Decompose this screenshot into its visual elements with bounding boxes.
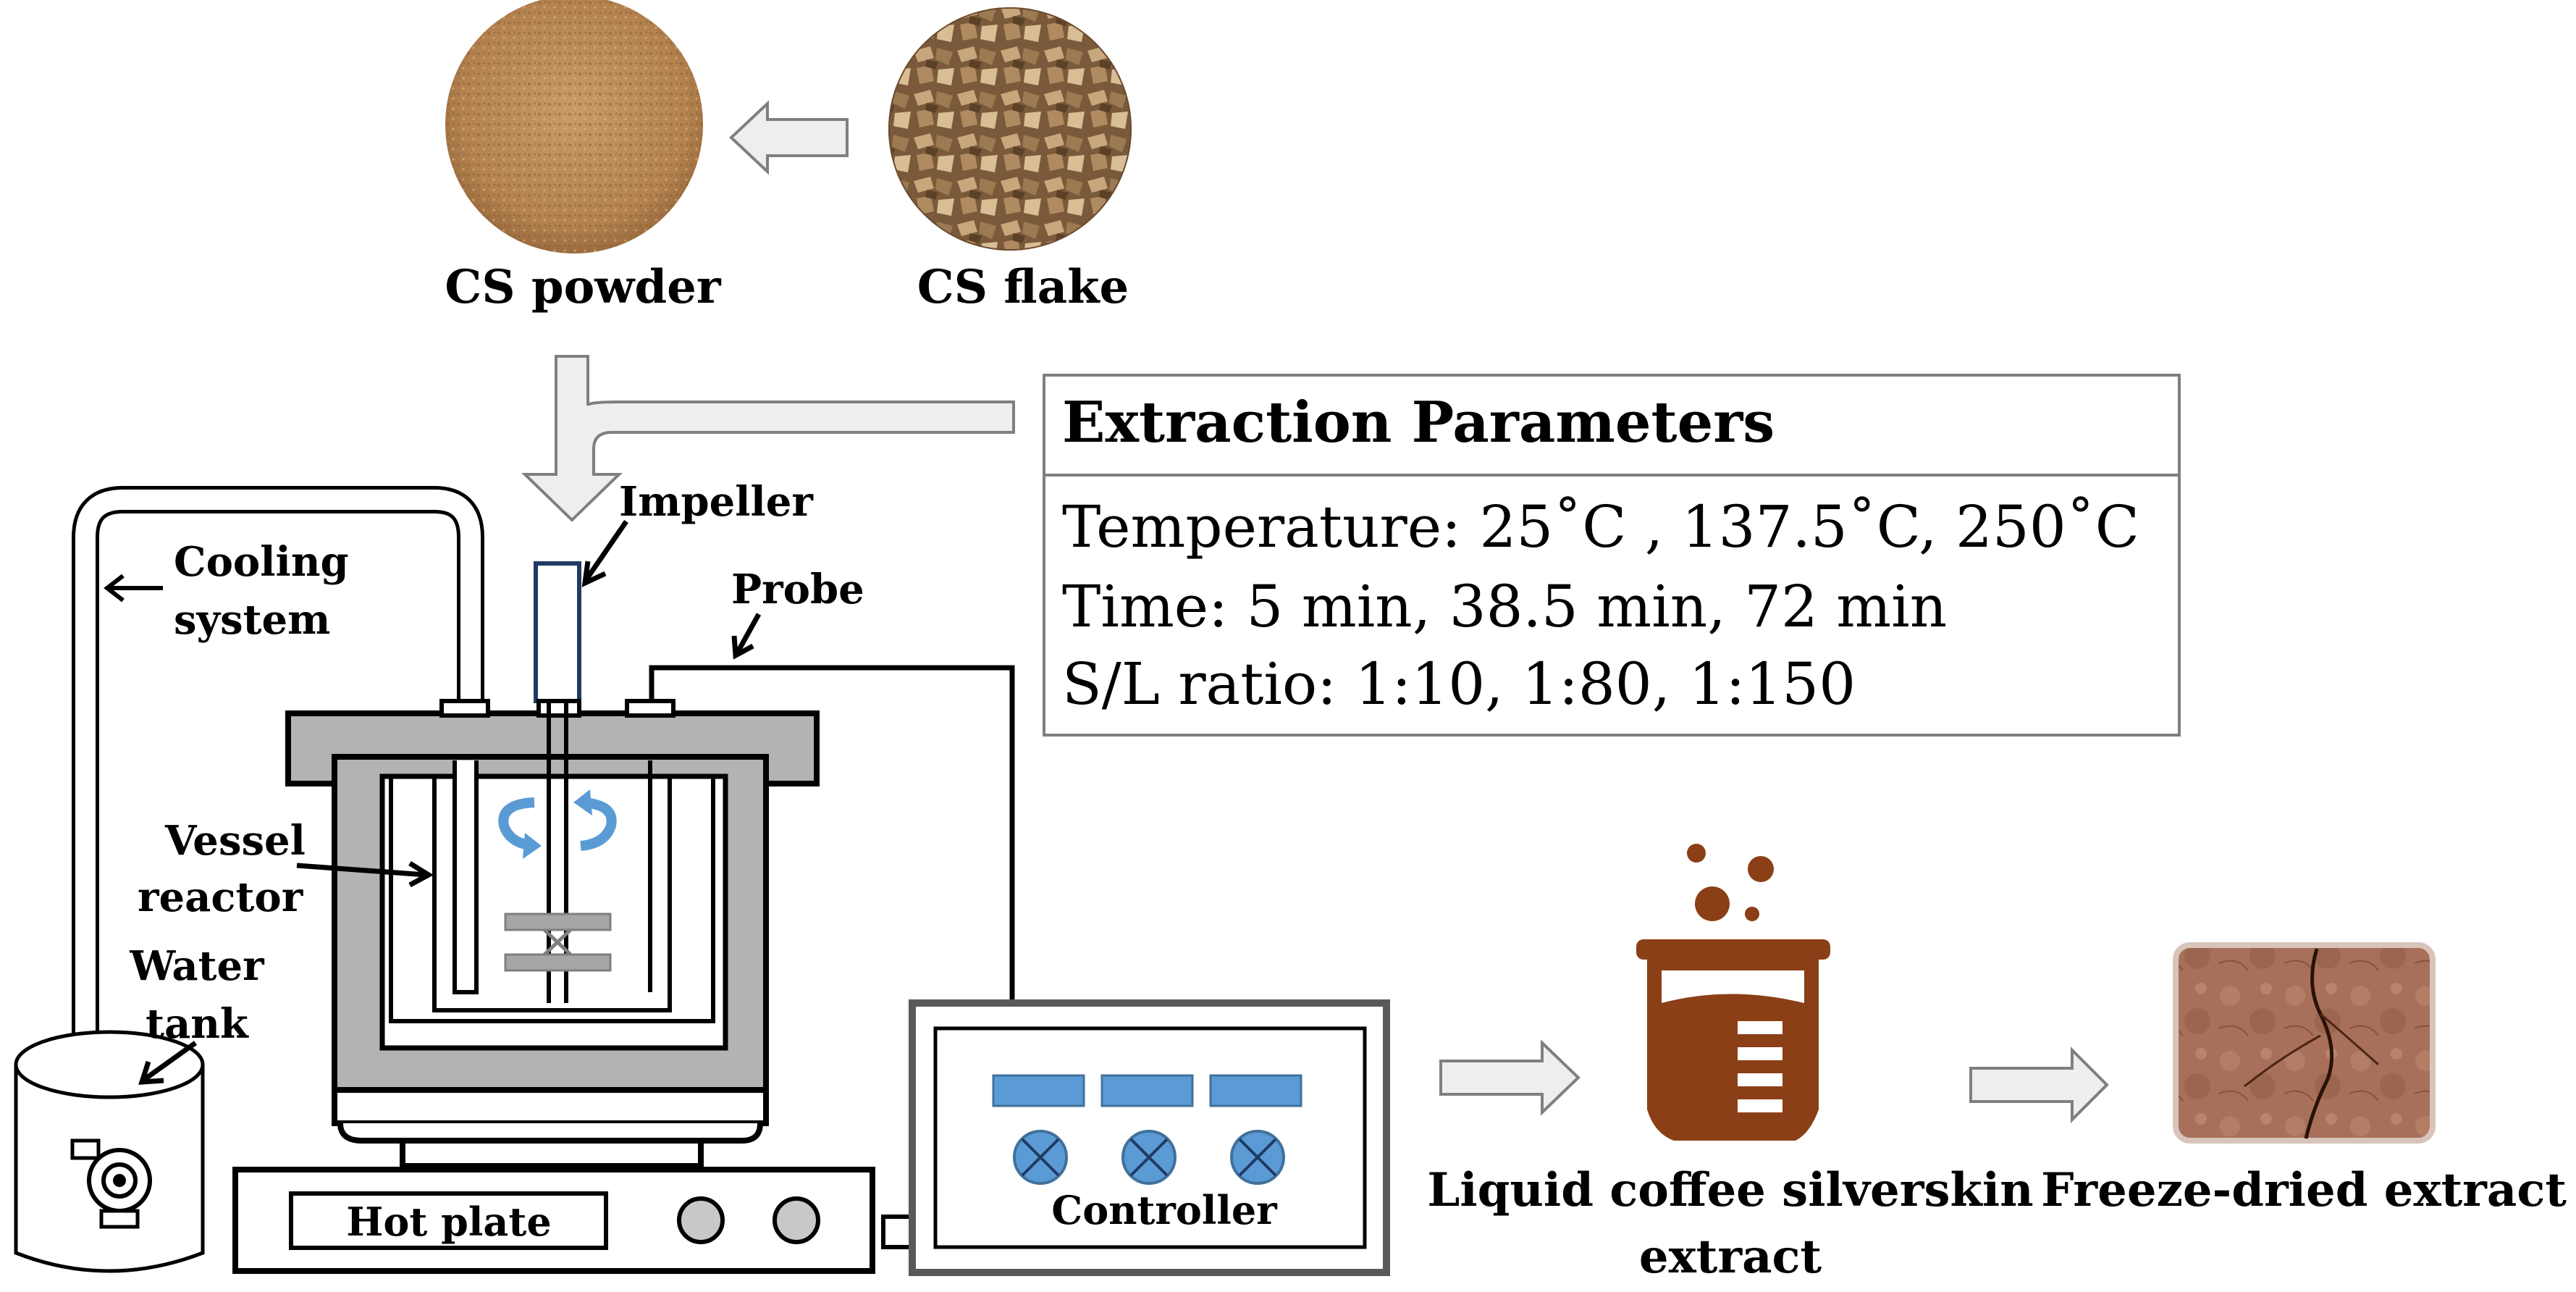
- parameter-sl-ratio: S/L ratio: 1:10, 1:80, 1:150: [1062, 650, 1856, 718]
- arrow-liquid-to-freeze-dried: [1969, 1046, 2109, 1123]
- cs-flake-label: CS flake: [917, 260, 1129, 314]
- controller-label: Controller: [1051, 1187, 1277, 1233]
- controller-display-3: [1209, 1074, 1302, 1107]
- vessel-label-line2: reactor: [138, 873, 304, 921]
- probe-wire: [649, 665, 1015, 1003]
- rotation-arrowhead-left: [523, 833, 542, 859]
- liquid-extract-label-line2: extract: [1639, 1230, 1822, 1284]
- cooling-pipe: [72, 486, 484, 1152]
- controller-dial-2-icon: [1121, 1130, 1177, 1185]
- vessel-label-line1: Vessel: [164, 817, 306, 865]
- water-label-line2: tank: [146, 1000, 249, 1048]
- rotation-arrows-icon: [498, 797, 617, 851]
- arrow-feed-into-vessel: [521, 355, 1015, 522]
- arrow-controller-to-liquid: [1439, 1039, 1580, 1116]
- hot-plate-label: Hot plate: [346, 1199, 551, 1245]
- impeller-motor: [534, 561, 581, 703]
- probe-pointer-arrow: [731, 613, 762, 660]
- parameter-time: Time: 5 min, 38.5 min, 72 min: [1062, 573, 1947, 640]
- freeze-dried-extract-image: [2173, 942, 2436, 1144]
- hot-plate-stand: [332, 1087, 769, 1169]
- controller-display-2: [1100, 1074, 1194, 1107]
- controller-dial-1-icon: [1013, 1130, 1068, 1185]
- hot-plate-knob-2-icon: [773, 1196, 820, 1244]
- controller-dial-3-icon: [1230, 1130, 1285, 1185]
- cs-flake-image: [888, 7, 1132, 251]
- hot-plate-knob-1-icon: [677, 1196, 725, 1244]
- cooling-label-line2: system: [174, 596, 330, 644]
- cooling-pointer-arrow: [104, 574, 163, 603]
- water-tank: [14, 1030, 205, 1273]
- parameter-temperature: Temperature: 25˚C , 137.5˚C, 250˚C: [1062, 493, 2139, 561]
- controller-display-1: [992, 1074, 1085, 1107]
- water-label-line1: Water: [129, 942, 265, 990]
- arrow-flake-to-powder: [729, 100, 849, 175]
- vessel-pointer-arrow: [296, 861, 434, 888]
- water-tank-pointer-arrow: [138, 1041, 198, 1085]
- hot-plate: [232, 1167, 875, 1274]
- beaker-icon: [1636, 844, 1830, 1144]
- impeller-pointer-arrow: [581, 520, 628, 587]
- freeze-dried-label: Freeze-dried extract: [2041, 1163, 2567, 1217]
- parameters-title: Extraction Parameters: [1062, 390, 1775, 456]
- cs-powder-image: [445, 0, 703, 253]
- impeller-label: Impeller: [619, 478, 814, 526]
- cs-powder-label: CS powder: [445, 260, 721, 314]
- probe-label: Probe: [731, 566, 864, 613]
- controller: [881, 999, 1390, 1276]
- impeller-blades: [504, 913, 612, 972]
- rotation-arrowhead-right: [573, 789, 592, 815]
- cooling-label-line1: Cooling: [174, 538, 349, 586]
- vessel-reactor: [285, 699, 820, 1093]
- extraction-parameters-table: Extraction Parameters Temperature: 25˚C …: [1043, 374, 2181, 737]
- liquid-extract-label-line1: Liquid coffee silverskin: [1427, 1163, 2033, 1217]
